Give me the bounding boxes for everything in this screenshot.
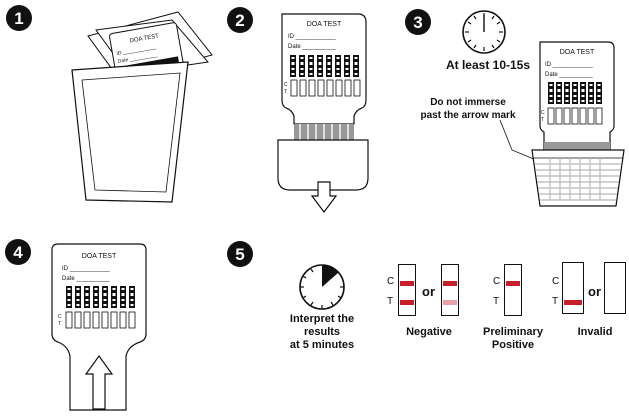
step2-card-title: DOA TEST (307, 21, 342, 28)
positive-strip (504, 264, 522, 316)
step3-time-text: At least 10-15s (446, 58, 530, 72)
step3-warning-line2: past the arrow mark (420, 110, 515, 121)
invalid-t-letter: T (552, 296, 559, 307)
invalid-strip-b (604, 262, 626, 314)
invalid-strip-a (562, 262, 584, 314)
negative-a-t-line (400, 300, 414, 305)
step4-up-arrow (84, 354, 114, 410)
step1-badge: 1 (6, 5, 32, 31)
step4-number: 4 (13, 243, 23, 262)
step3-t-label: T (541, 117, 544, 123)
step1-pouch: DOA TEST ID ____________ Date __________ (71, 11, 213, 203)
positive-label-line2: Positive (491, 339, 535, 351)
step2-down-arrow (310, 181, 338, 213)
negative-c-letter: C (387, 276, 395, 287)
step1-card-title: DOA TEST (129, 33, 159, 44)
positive-c-letter: C (493, 276, 501, 287)
step2-card: DOA TEST ID ____________ Date __________… (277, 13, 369, 213)
step5-clock (299, 264, 345, 310)
step2-card-date: Date __________ (288, 44, 336, 50)
interpret-line3: at 5 minutes (289, 339, 355, 351)
step4-card-title: DOA TEST (82, 253, 117, 260)
step1-number: 1 (14, 9, 23, 28)
negative-strip-b (441, 264, 459, 316)
invalid-a-t-line (564, 300, 582, 305)
step2-number: 2 (235, 11, 244, 30)
step3-pointer-line (499, 119, 537, 161)
step3-warning-line1: Do not immerse (430, 97, 506, 108)
negative-label: Negative (406, 326, 452, 338)
step4-c-label: C (58, 314, 62, 320)
step2-c-label: C (284, 82, 288, 88)
step3-badge: 3 (405, 9, 431, 35)
step5-interpret-caption: Interpret the results at 5 minutes (268, 313, 376, 352)
step3-number: 3 (413, 13, 422, 32)
step3-clock (462, 10, 506, 54)
step4-t-label: T (58, 321, 61, 327)
interpret-line2: results (303, 326, 341, 338)
step5-number: 5 (235, 245, 244, 264)
negative-strip-a (398, 264, 416, 316)
step2-card-id: ID ____________ (288, 34, 336, 40)
positive-label: Preliminary Positive (474, 326, 552, 352)
invalid-c-letter: C (552, 276, 560, 287)
step4-card-date: Date __________ (62, 276, 110, 282)
positive-t-letter: T (493, 296, 500, 307)
step4-badge: 4 (5, 239, 31, 265)
step5-badge: 5 (227, 241, 253, 267)
negative-t-letter: T (387, 296, 394, 307)
interpret-line1: Interpret the (289, 313, 355, 325)
step3-cup (531, 149, 625, 207)
positive-c-line (506, 281, 520, 286)
step3-card-id: ID ____________ (545, 62, 593, 68)
step3-c-label: C (541, 110, 545, 116)
invalid-label: Invalid (577, 326, 613, 338)
step4-card-id: ID ____________ (62, 266, 110, 272)
negative-b-faint-t-line (443, 300, 457, 305)
step3-drug-pads (548, 82, 602, 104)
negative-a-c-line (400, 281, 414, 286)
step3-card-title: DOA TEST (560, 49, 595, 56)
step2-windows (290, 79, 361, 97)
negative-b-c-line (443, 281, 457, 286)
step4-card: DOA TEST ID ____________ Date __________… (51, 243, 147, 411)
positive-label-line1: Preliminary (483, 326, 543, 338)
step2-cap (277, 139, 369, 191)
negative-or-text: or (422, 284, 435, 299)
invalid-or-text: or (588, 284, 601, 299)
step2-t-label: T (284, 89, 287, 95)
step3-card: DOA TEST ID ____________ Date __________… (539, 41, 615, 156)
step3-card-date: Date __________ (545, 72, 593, 78)
step2-badge: 2 (227, 7, 253, 33)
